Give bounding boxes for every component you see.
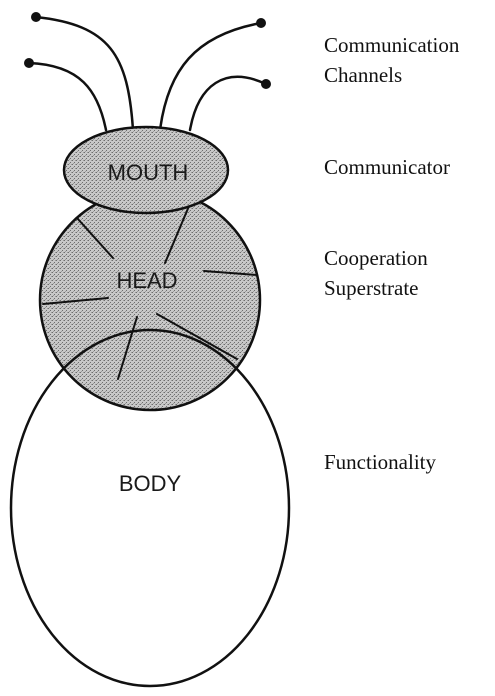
channel-endpoint bbox=[31, 12, 41, 22]
channel-antenna-4 bbox=[190, 77, 266, 130]
communication-channels-label: Communication Channels bbox=[324, 30, 459, 90]
communication-channels bbox=[29, 17, 266, 130]
functionality-label: Functionality bbox=[324, 447, 436, 477]
cooperation-superstrate-label: Cooperation Superstrate bbox=[324, 243, 428, 303]
channel-endpoint bbox=[24, 58, 34, 68]
channel-antenna-2 bbox=[29, 63, 106, 130]
body-label: BODY bbox=[119, 471, 182, 496]
channel-antenna-1 bbox=[36, 17, 133, 130]
head-circle bbox=[40, 190, 260, 410]
channel-endpoint bbox=[261, 79, 271, 89]
mouth-label: MOUTH bbox=[108, 160, 189, 185]
channel-endpoint bbox=[256, 18, 266, 28]
head-label: HEAD bbox=[116, 268, 177, 293]
communicator-label: Communicator bbox=[324, 152, 450, 182]
